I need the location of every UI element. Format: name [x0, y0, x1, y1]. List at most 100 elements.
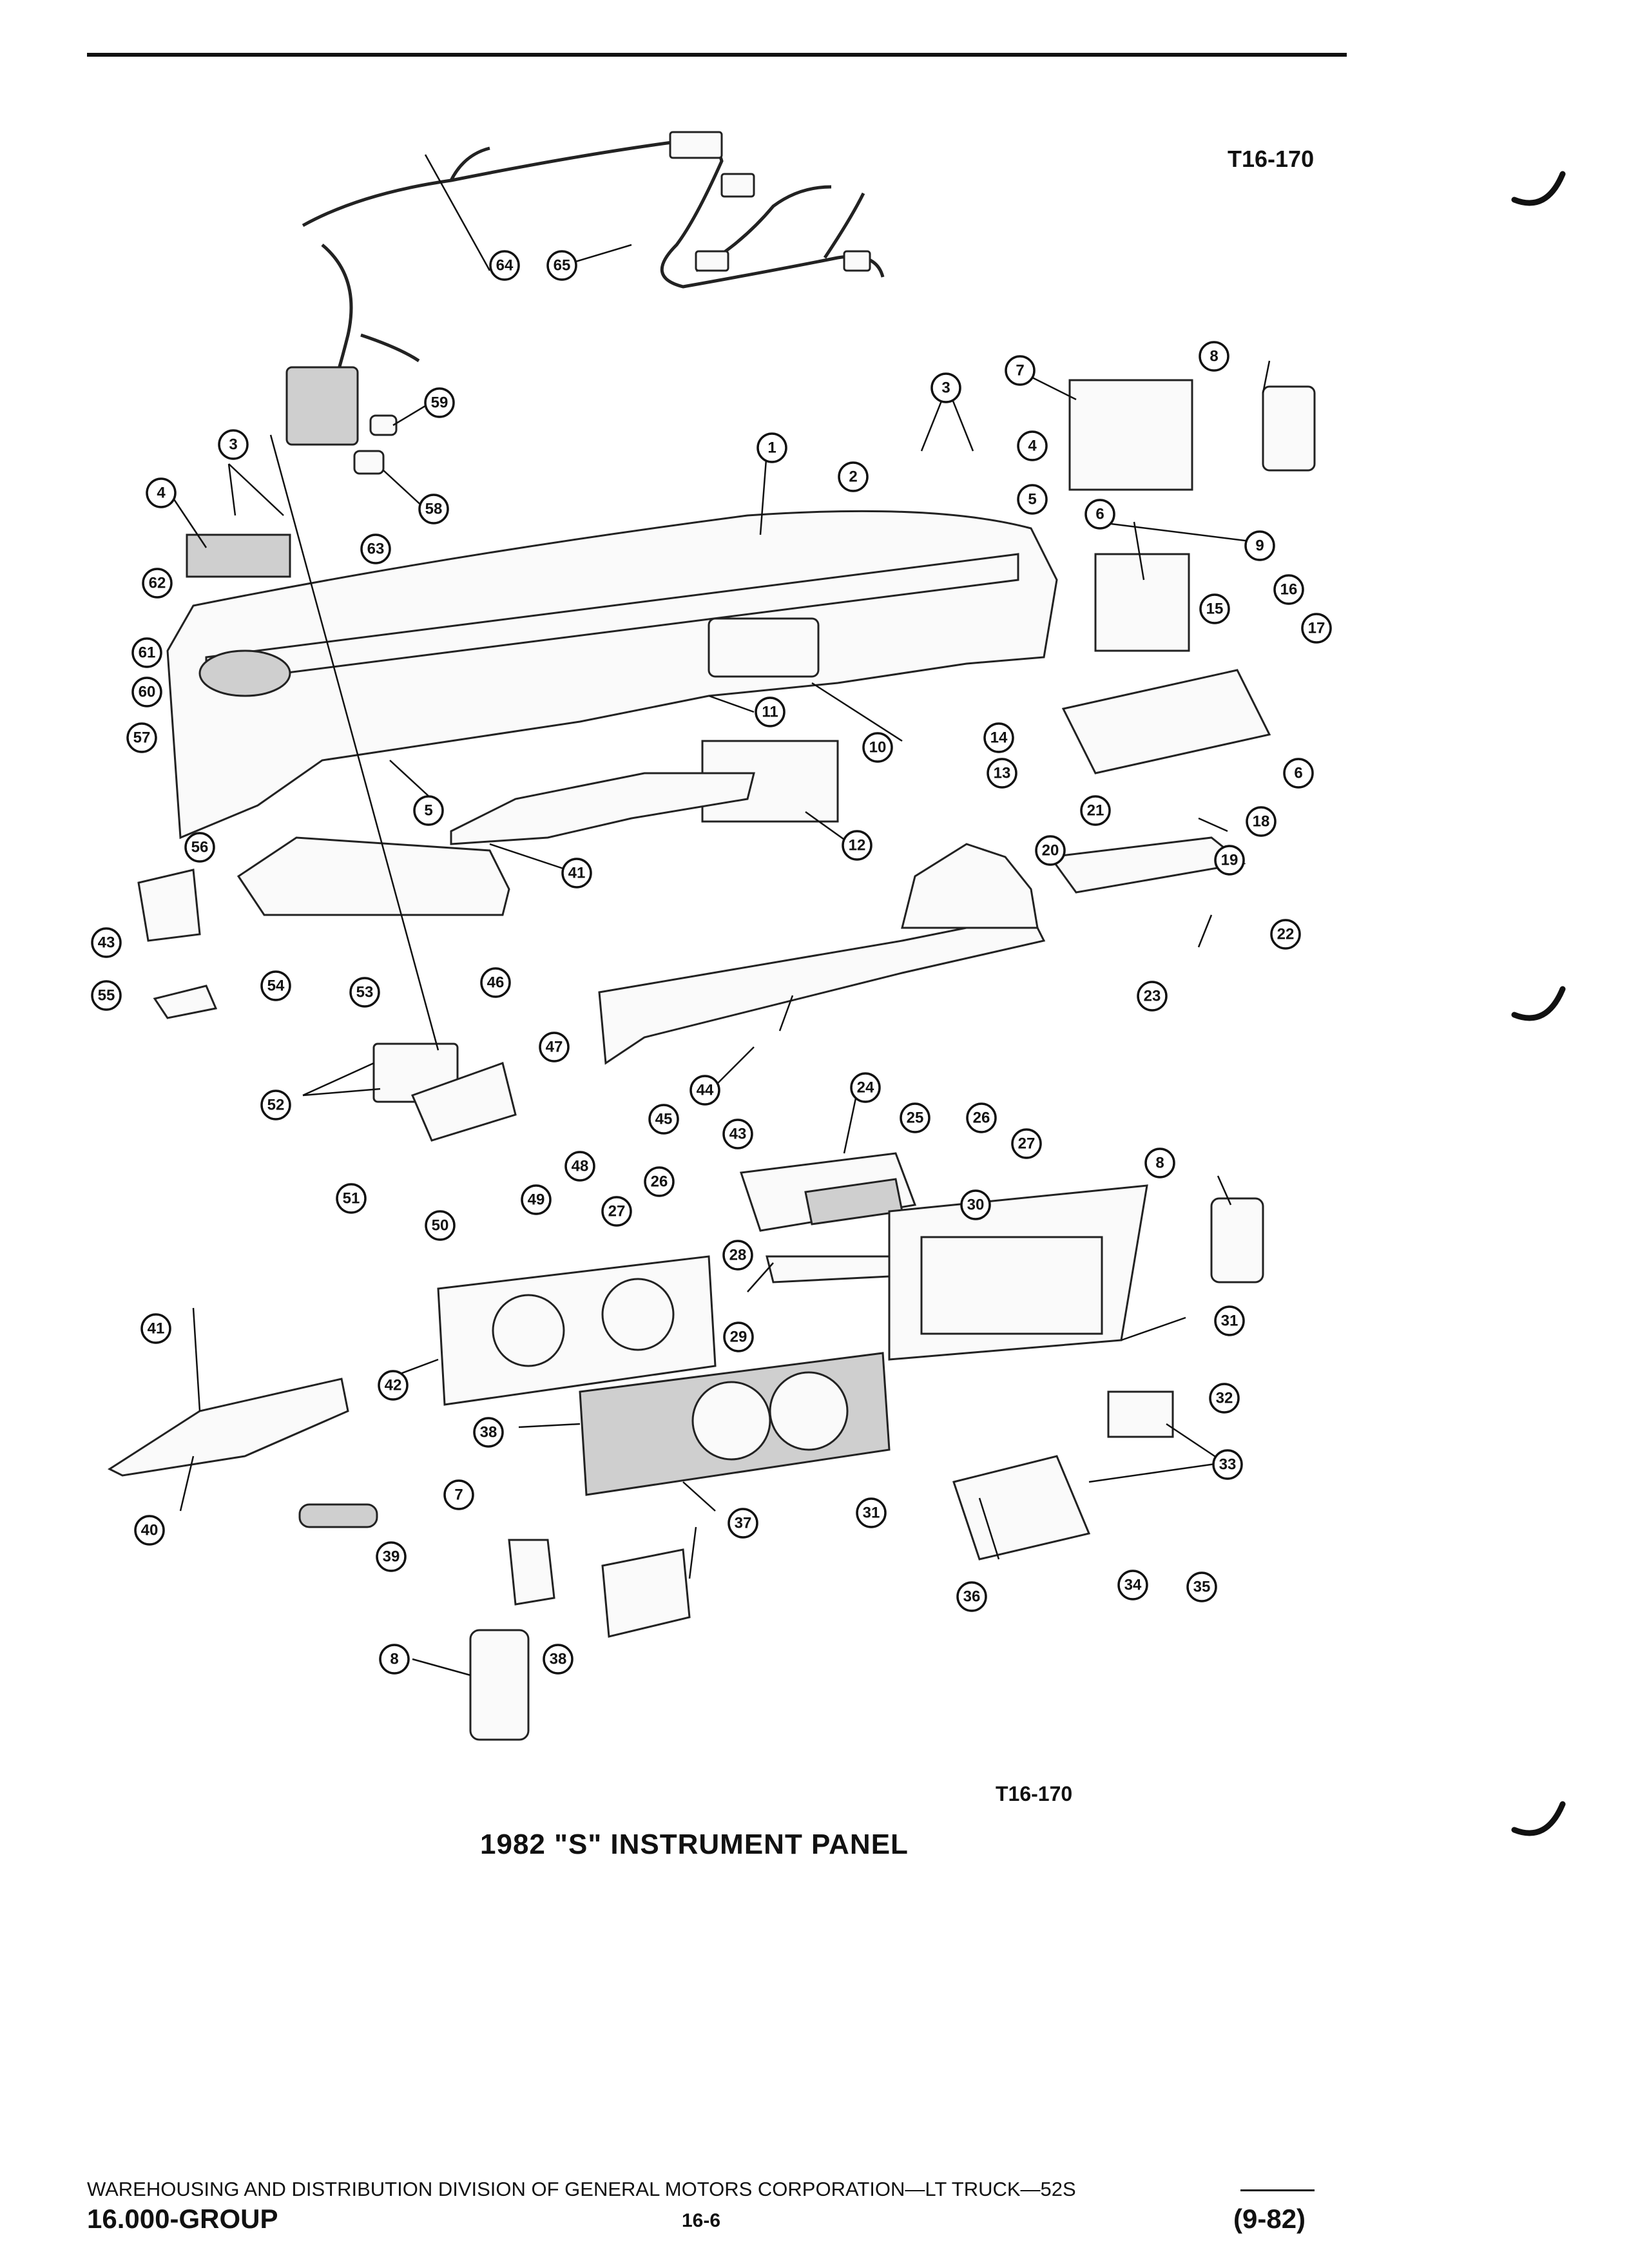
svg-text:15: 15 [1206, 601, 1224, 618]
svg-text:63: 63 [367, 541, 385, 558]
callout-16: 16 [1273, 574, 1304, 605]
svg-text:34: 34 [1124, 1577, 1142, 1594]
svg-text:62: 62 [149, 575, 166, 592]
svg-text:52: 52 [267, 1097, 285, 1114]
callout-38-upper: 38 [473, 1417, 504, 1448]
callout-62: 62 [142, 568, 173, 599]
svg-text:12: 12 [849, 837, 866, 854]
vent-8-lower [469, 1629, 530, 1741]
callout-28: 28 [722, 1240, 753, 1271]
svg-text:20: 20 [1042, 842, 1059, 860]
svg-text:51: 51 [343, 1190, 360, 1207]
lighter-39 [298, 1503, 378, 1528]
callout-30: 30 [960, 1189, 991, 1220]
svg-text:13: 13 [994, 765, 1011, 782]
svg-text:18: 18 [1253, 813, 1270, 831]
svg-text:17: 17 [1308, 620, 1325, 637]
callout-39: 39 [376, 1541, 407, 1572]
bracket-55 [137, 869, 201, 942]
svg-text:33: 33 [1219, 1456, 1237, 1474]
callout-1: 1 [757, 432, 787, 463]
svg-text:49: 49 [528, 1191, 545, 1209]
callout-2: 2 [838, 461, 869, 492]
vent-8-mid [1210, 1197, 1264, 1283]
svg-text:8: 8 [1155, 1155, 1164, 1172]
svg-text:61: 61 [139, 644, 156, 662]
lower-trim-41 [450, 772, 755, 845]
callout-37: 37 [728, 1508, 758, 1539]
svg-text:45: 45 [655, 1111, 673, 1128]
svg-text:43: 43 [98, 934, 115, 952]
callout-38-lower: 38 [543, 1644, 574, 1675]
figure-ref-top: T16-170 [1228, 146, 1315, 172]
svg-text:60: 60 [139, 684, 156, 701]
callout-46: 46 [480, 967, 511, 998]
callout-11: 11 [755, 697, 786, 727]
svg-text:38: 38 [550, 1651, 567, 1668]
svg-text:4: 4 [1028, 437, 1037, 455]
leader-lines [173, 154, 1271, 1677]
ashtray-housing-36 [952, 1455, 1091, 1561]
svg-text:31: 31 [863, 1504, 880, 1522]
callout-5-mid: 5 [413, 795, 444, 826]
svg-text:8: 8 [1210, 348, 1218, 365]
callout-41-mid: 41 [561, 858, 592, 889]
svg-text:65: 65 [554, 257, 571, 274]
footer-page-number: 16-6 [682, 2210, 721, 2231]
callout-60: 60 [131, 677, 162, 707]
callout-6-top: 6 [1084, 499, 1115, 530]
bulb-59 [369, 414, 398, 436]
svg-text:19: 19 [1221, 852, 1239, 869]
callout-31-right: 31 [1214, 1305, 1245, 1336]
vent-bezel-7 [508, 1539, 555, 1606]
svg-text:2: 2 [849, 468, 857, 486]
callout-45: 45 [648, 1104, 679, 1135]
callout-36: 36 [956, 1581, 987, 1612]
callout-56: 56 [184, 832, 215, 863]
callout-44: 44 [689, 1075, 720, 1106]
svg-text:1: 1 [767, 439, 776, 457]
callout-7-top: 7 [1005, 355, 1036, 386]
svg-text:23: 23 [1144, 988, 1161, 1005]
callout-12: 12 [842, 830, 872, 861]
callout-3-left: 3 [218, 429, 249, 460]
callout-42: 42 [378, 1370, 409, 1401]
callout-8-lower: 8 [379, 1644, 410, 1675]
callout-47: 47 [539, 1032, 570, 1062]
svg-text:55: 55 [98, 987, 115, 1004]
callout-58: 58 [418, 494, 449, 524]
margin-mark-1 [1511, 171, 1566, 206]
callout-25: 25 [900, 1102, 930, 1133]
callout-64: 64 [489, 250, 520, 281]
callout-22: 22 [1270, 919, 1301, 950]
radio-bracket-29 [766, 1255, 904, 1283]
callout-35: 35 [1186, 1571, 1217, 1602]
callout-13: 13 [987, 758, 1017, 789]
svg-text:22: 22 [1277, 926, 1295, 943]
callout-41-lower: 41 [140, 1313, 171, 1344]
callout-52: 52 [260, 1090, 291, 1120]
console-bracket-45 [598, 914, 1046, 1065]
heater-control-22 [1048, 836, 1246, 894]
svg-text:41: 41 [568, 865, 586, 882]
svg-text:47: 47 [546, 1039, 563, 1056]
figure-ref-bottom: T16-170 [996, 1782, 1073, 1805]
callout-8-mid: 8 [1144, 1148, 1175, 1178]
svg-text:27: 27 [608, 1203, 626, 1220]
svg-text:44: 44 [697, 1082, 714, 1099]
footer-date: (9-82) [1233, 2204, 1306, 2234]
svg-text:30: 30 [967, 1196, 985, 1214]
svg-text:24: 24 [857, 1079, 874, 1097]
margin-mark-3 [1511, 1801, 1566, 1836]
wiring-harness [285, 131, 885, 446]
svg-text:32: 32 [1216, 1390, 1233, 1407]
svg-text:25: 25 [907, 1110, 924, 1127]
callout-19: 19 [1214, 845, 1245, 876]
svg-text:29: 29 [730, 1329, 747, 1346]
svg-text:11: 11 [762, 704, 778, 721]
svg-text:64: 64 [496, 257, 514, 274]
callout-26-left: 26 [644, 1166, 675, 1197]
svg-text:43: 43 [729, 1126, 747, 1143]
callout-5-top: 5 [1017, 484, 1048, 515]
